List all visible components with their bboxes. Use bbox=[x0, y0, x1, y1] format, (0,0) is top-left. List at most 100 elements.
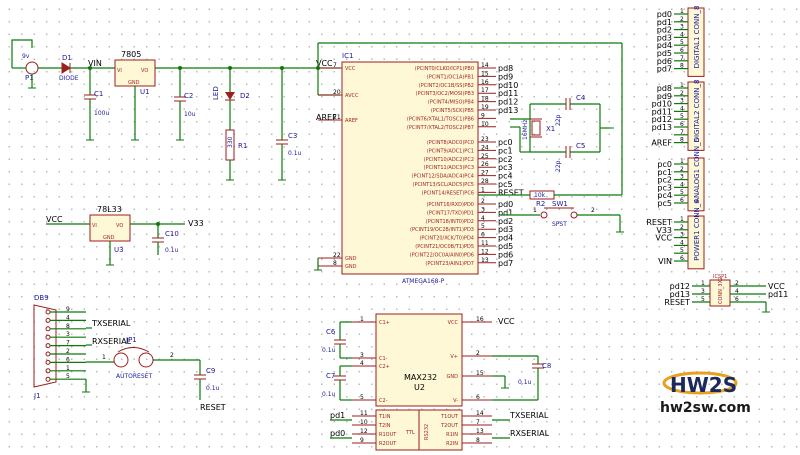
u3-vo: VO bbox=[116, 223, 123, 229]
connector-pin-num: 1 bbox=[680, 82, 684, 89]
svg-text:1: 1 bbox=[701, 280, 705, 287]
connector-pin-num: 2 bbox=[680, 224, 684, 231]
connector-net-label: pd5 bbox=[657, 49, 672, 58]
connector-pin-num: 5 bbox=[680, 39, 684, 46]
u3-part: 78L33 bbox=[97, 205, 122, 214]
mcu-net-label: pd2 bbox=[498, 217, 513, 226]
connector-pin-num: 6 bbox=[680, 255, 684, 262]
mcu-right-pin-name: (PCINT12/SDA/ADC4)PC4 bbox=[412, 174, 474, 180]
connector-pin-num: 2 bbox=[680, 90, 684, 97]
mcu-net-label: pc1 bbox=[498, 146, 513, 155]
mcu-left-pin-name: AREF bbox=[345, 118, 358, 124]
mcu-net-label: pc5 bbox=[498, 180, 513, 189]
regulator-78l33 bbox=[89, 214, 131, 242]
mcu-right-pin-name: (PCINT16/RXD)PD0 bbox=[426, 202, 474, 208]
connector-net-label: pc5 bbox=[657, 199, 672, 208]
mcu-right-pin-name: (PCINT6/XTAL1/TOSC1)PB6 bbox=[407, 116, 474, 122]
mcu-right-pin-name: (PCINT3/OC2/MOSI)PB3 bbox=[416, 91, 474, 97]
connector-title: DIGITAL1 CONN_8 bbox=[693, 6, 701, 69]
sw1-pin2: 2 bbox=[591, 207, 595, 214]
svg-text:5: 5 bbox=[701, 296, 705, 303]
mcu-net-label: pd3 bbox=[498, 225, 513, 234]
mcu-left-pin-num: 20 bbox=[333, 89, 341, 96]
svg-text:2: 2 bbox=[170, 352, 174, 359]
mcu-net-label: pd8 bbox=[498, 64, 513, 73]
mcu-left-pin-name: AVCC bbox=[345, 93, 359, 99]
max232-left-pin-name: C1+ bbox=[379, 320, 390, 326]
mcu-right-pin-num: 4 bbox=[481, 215, 485, 222]
icsp-left-net: pd13 bbox=[670, 290, 690, 299]
led-label: LED bbox=[212, 86, 220, 100]
diode-d1 bbox=[61, 62, 71, 74]
db9-pin-num: 8 bbox=[66, 323, 70, 330]
connector-net-label: pd4 bbox=[657, 41, 672, 50]
mcu-right-pin-num: 16 bbox=[481, 79, 489, 86]
connector-net-label: pd8 bbox=[657, 84, 672, 93]
max232-left-pin-name: R1OUT bbox=[379, 432, 397, 438]
max232-right-pin-name: V+ bbox=[450, 354, 458, 360]
connector-digital1 bbox=[687, 7, 705, 77]
mcu-net-label: pd5 bbox=[498, 242, 513, 251]
max232-left-pin-name: T1IN bbox=[378, 414, 391, 420]
connector-net-label: AREF bbox=[651, 139, 672, 148]
c8-ref: C8 bbox=[542, 362, 551, 370]
reset-section: 10k R2 SW1 SPST 1 2 bbox=[478, 190, 624, 233]
max232-left-pin-name: C2- bbox=[379, 398, 388, 404]
logo-brand: HW2S bbox=[670, 373, 737, 397]
r1-ref: R1 bbox=[238, 142, 247, 150]
max232-right-pin-num: 6 bbox=[476, 394, 480, 401]
max232-pd1: pd1 bbox=[330, 411, 345, 420]
mcu-net-label: pd4 bbox=[498, 234, 513, 243]
db9-tx: TXSERIAL bbox=[91, 319, 131, 328]
db9-title: DB9 bbox=[34, 294, 49, 302]
aref-label: AREF bbox=[316, 113, 337, 122]
mcu-net-label: pc4 bbox=[498, 172, 513, 181]
logo-site: hw2sw.com bbox=[660, 400, 751, 416]
p1-ref: P1 bbox=[25, 74, 34, 82]
mcu-left-pin-num: 22 bbox=[333, 252, 341, 259]
mcu-right-pin-name: (PCINT21/OC0B/T1)PD5 bbox=[415, 244, 474, 250]
mcu-right-pin-name: (PCINT20/XCK/T0)PD4 bbox=[419, 236, 474, 242]
reg-part: 7805 bbox=[121, 50, 141, 59]
mcu-right-pin-num: 25 bbox=[481, 153, 489, 160]
mcu-left-pin-num: 7 bbox=[333, 62, 337, 69]
connector-net-label: pd6 bbox=[657, 57, 672, 66]
connector-title: POWER1 CONN_6 bbox=[693, 199, 701, 261]
mcu-atmega168 bbox=[341, 61, 479, 275]
mcu-right-pin-num: 5 bbox=[481, 223, 485, 230]
icsp-sub: CONN_3X2 bbox=[718, 277, 724, 304]
icsp-title: ICSP1 bbox=[713, 274, 727, 280]
reg-gnd-pin: GND bbox=[128, 80, 140, 86]
connector-pin-num: 5 bbox=[680, 113, 684, 120]
sw1-pin1: 1 bbox=[533, 207, 537, 214]
mcu-right-pin-name: (PCINT23/AIN1)PD7 bbox=[425, 261, 474, 267]
max232-right-pin-name: T1OUT bbox=[440, 414, 459, 420]
mcu-right-pin-num: 6 bbox=[481, 232, 485, 239]
d1-val: DIODE bbox=[59, 75, 79, 82]
mcu-ref: IC1 bbox=[342, 52, 353, 60]
site-logo: HW2S hw2sw.com bbox=[660, 371, 751, 416]
c1-ref: C1 bbox=[94, 90, 103, 98]
max232-ttl: TTL bbox=[405, 430, 415, 436]
db9-pin-num: 2 bbox=[66, 348, 70, 355]
mcu-right-pin-name: (PCINT9/ADC1)PC1 bbox=[427, 148, 474, 154]
icsp-left-net: pd12 bbox=[670, 282, 690, 291]
connector-power1 bbox=[687, 215, 705, 270]
connectors-section: DIGITAL1 CONN_81pd02pd13pd24pd35pd46pd57… bbox=[646, 6, 788, 313]
connector-icsp bbox=[709, 279, 731, 307]
mcu-left-pin-num: 21 bbox=[333, 114, 341, 121]
max232-right-pin-name: GND bbox=[447, 374, 459, 380]
connector-pin-num: 3 bbox=[680, 24, 684, 31]
d2-ref: D2 bbox=[240, 92, 250, 100]
svg-text:3: 3 bbox=[701, 288, 705, 295]
r2-val: 10k bbox=[534, 192, 546, 199]
connector-title: DIGITAL2 CONN_8 bbox=[693, 80, 701, 143]
c9-ref: C9 bbox=[206, 367, 215, 375]
mcu-right-pin-num: 19 bbox=[481, 104, 489, 111]
connector-net-label: pd10 bbox=[652, 100, 672, 109]
mcu-net-label: pc2 bbox=[498, 155, 513, 164]
c9-val: 0.1u bbox=[206, 385, 220, 392]
